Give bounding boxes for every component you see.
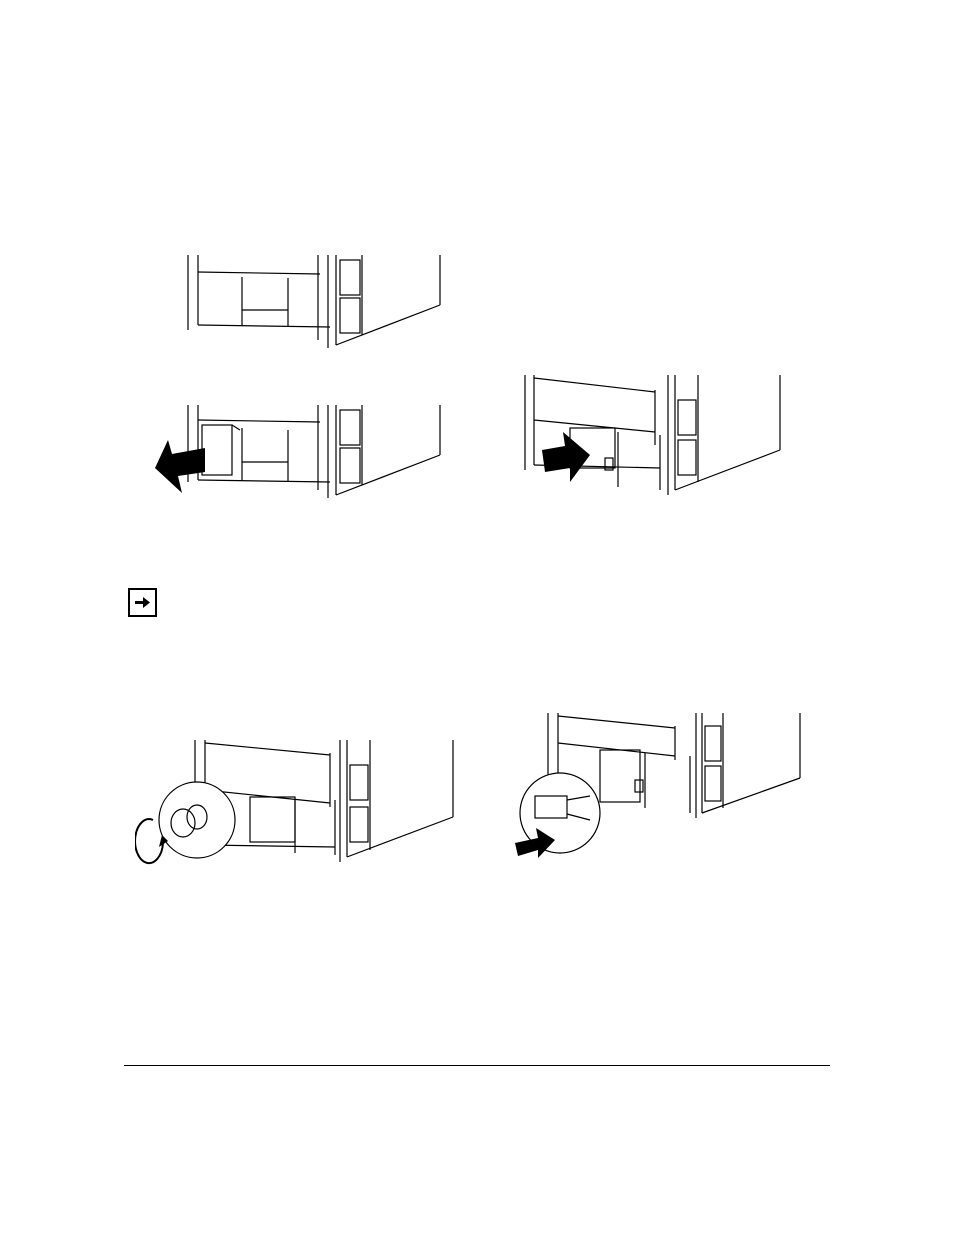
figure-insert-supply [520,370,790,500]
chassis-illustration [135,735,455,865]
chassis-illustration [510,708,810,868]
figure-remove-panel [150,250,450,500]
footer-rule [124,1065,830,1066]
rotate-arrow-icon [135,819,163,863]
insert-arrow-icon [542,432,590,482]
chassis-illustration [520,370,790,500]
figure-connect-cord [510,708,810,868]
note-icon [128,588,157,617]
arrow-right-icon [130,590,155,615]
zoom-circle [159,782,235,858]
figure-tighten-screw [135,735,455,865]
chassis-illustration [150,250,450,500]
